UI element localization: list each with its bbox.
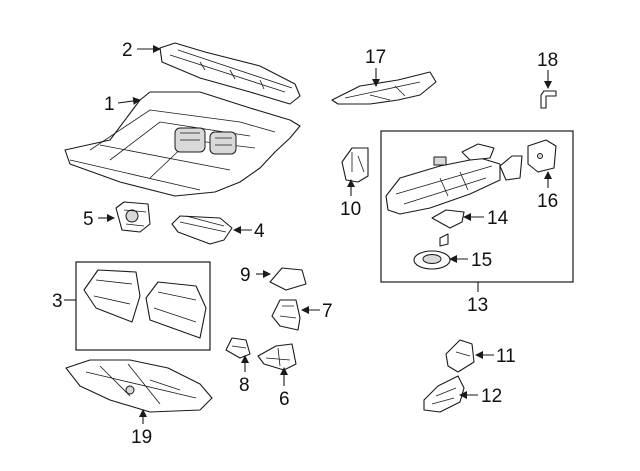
part-19-tray [65,359,213,413]
callout-5: 5 [83,209,94,230]
part-3-brackets [83,269,207,339]
part-15-pad [413,233,451,270]
callout-17: 17 [365,47,386,68]
part-18-bracket [540,90,557,109]
callout-12: 12 [481,386,502,407]
part-6-bracket [257,343,297,371]
callout-13: 13 [467,295,488,316]
part-13-group-box [380,130,574,283]
callout-4: 4 [254,221,265,242]
callout-14: 14 [487,208,509,229]
part-10-bracket [341,147,369,183]
callout-7: 7 [322,301,333,322]
part-16-plate [527,139,557,173]
callout-11: 11 [496,346,516,367]
callout-10: 10 [340,199,361,220]
part-3-group-box [75,261,211,351]
part-1-floor-pan [64,91,301,197]
callout-18: 18 [537,50,558,71]
part-12-bracket [423,375,465,413]
callout-1: 1 [104,94,115,115]
part-5-block [115,201,151,233]
callout-15: 15 [471,250,492,271]
callout-16: 16 [537,191,558,212]
part-17-rail [331,71,437,105]
part-14-clip [431,209,465,229]
part-11-bracket [445,339,475,373]
leader-1 [117,96,141,105]
part-9-plate [269,267,307,291]
callout-6: 6 [279,389,290,410]
part-4-channel [171,215,233,245]
callout-3: 3 [52,291,63,312]
callout-8: 8 [239,375,250,396]
part-7-bracket [271,299,301,331]
callout-19: 19 [131,427,152,448]
callout-9: 9 [240,265,251,286]
callout-2: 2 [122,40,133,61]
part-8-bracket [225,337,251,359]
part-2-crossmember [159,42,301,105]
part-13-rail-assembly [385,143,523,215]
